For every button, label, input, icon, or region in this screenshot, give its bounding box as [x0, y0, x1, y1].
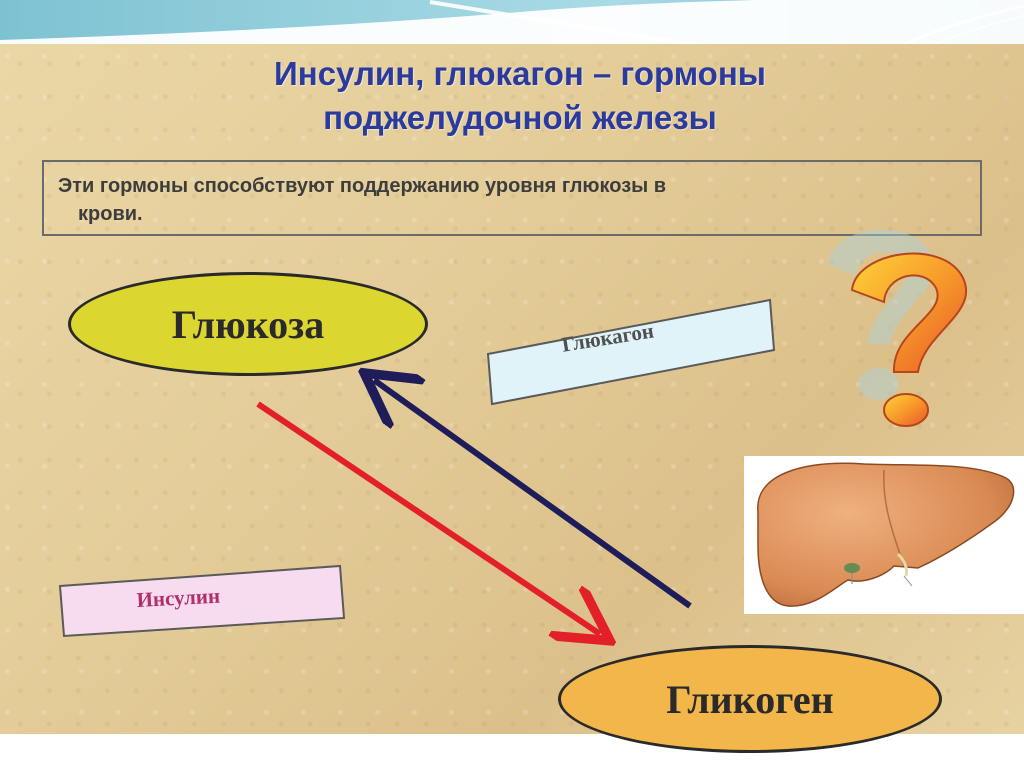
title-line-2: поджелудочной железы [323, 99, 717, 136]
liver-icon [757, 462, 1015, 607]
header-wave [0, 0, 1024, 46]
info-line-2: крови. [78, 203, 143, 225]
liver-illustration [744, 456, 1024, 614]
slide-title: Инсулин, глюкагон – гормоны поджелудочно… [120, 52, 920, 140]
info-box: Эти гормоны способствуют поддержанию уро… [42, 160, 982, 236]
glycogen-node: Гликоген [558, 645, 942, 753]
question-mark-icon [828, 229, 968, 427]
insulin-label: Инсулин [136, 583, 221, 612]
info-line-1: Эти гормоны способствуют поддержанию уро… [58, 175, 667, 197]
glucose-label: Глюкоза [171, 301, 325, 347]
glucose-node: Глюкоза [68, 272, 428, 376]
glycogen-label: Гликоген [666, 676, 834, 722]
title-line-1: Инсулин, глюкагон – гормоны [274, 55, 766, 92]
